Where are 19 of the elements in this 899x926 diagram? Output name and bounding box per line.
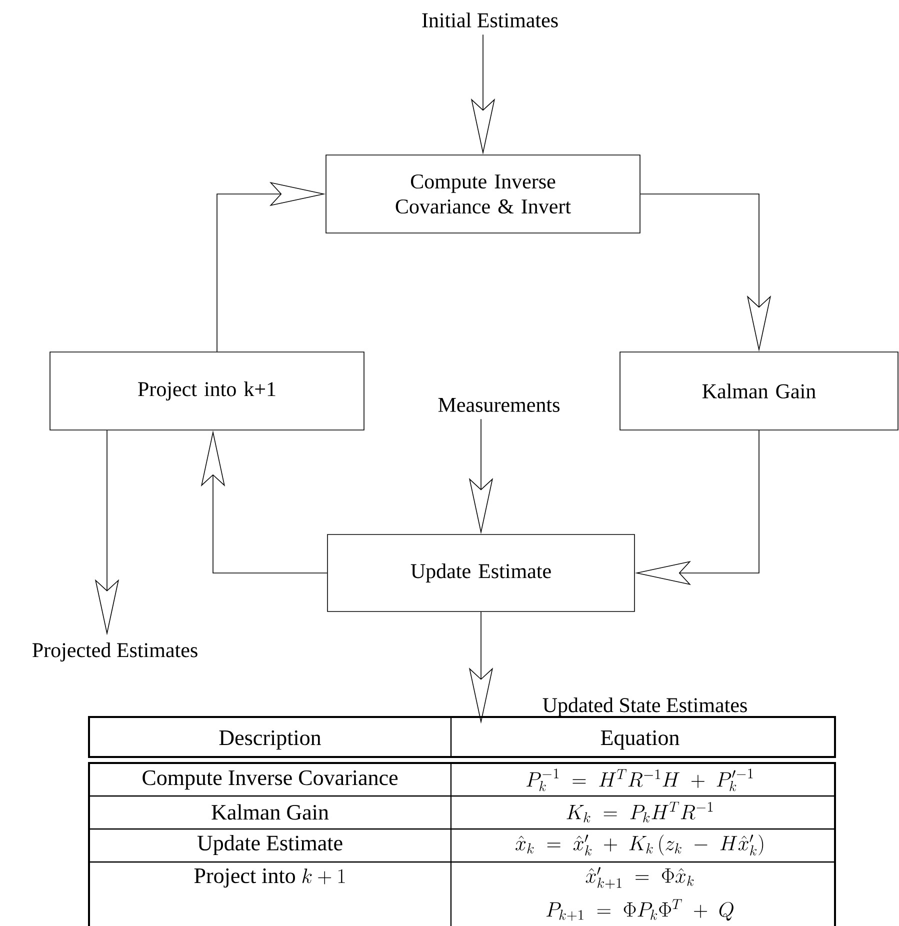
table-cell: $P_{k+1} \;=\; \Phi P_k \Phi^T \;+\; Q$ [546, 899, 734, 921]
process-box: Compute Inverse Covariance & Invert [326, 154, 640, 234]
table-cell: $\hat{x}_k \;=\; \hat{x}'_k \;+\; K_k\,(z_k \;-\; H\hat{x}'_k)$ [516, 834, 764, 856]
text-label: Updated State Estimates [542, 697, 747, 717]
text-label: Projected Estimates [32, 642, 198, 662]
table-cell: $\hat{x}'_{k+1} \;=\; \Phi\hat{x}_k$ [586, 867, 694, 889]
table-cell: Compute Inverse Covariance [142, 770, 398, 790]
table-cell: $P_k^{-1} \;=\; H^T R^{-1} H \;+\; P_k^{\prime -1}$ [526, 768, 753, 792]
table-cell: Equation [600, 730, 680, 750]
process-box: Project into k+1 [50, 352, 364, 430]
table-cell: Kalman Gain [212, 804, 329, 820]
table-cell: Update Estimate [197, 835, 342, 855]
table-cell: Description [219, 730, 321, 750]
process-box: Kalman Gain [620, 352, 898, 430]
text-label: Measurements [438, 398, 560, 412]
table-cell: $\mbox{Project into }k+1$ [194, 868, 345, 888]
process-box: Update Estimate [327, 534, 635, 612]
table-cell: $K_k \;=\; P_k H^T R^{-1}$ [566, 802, 713, 822]
text-label: Initial Estimates [422, 12, 558, 28]
